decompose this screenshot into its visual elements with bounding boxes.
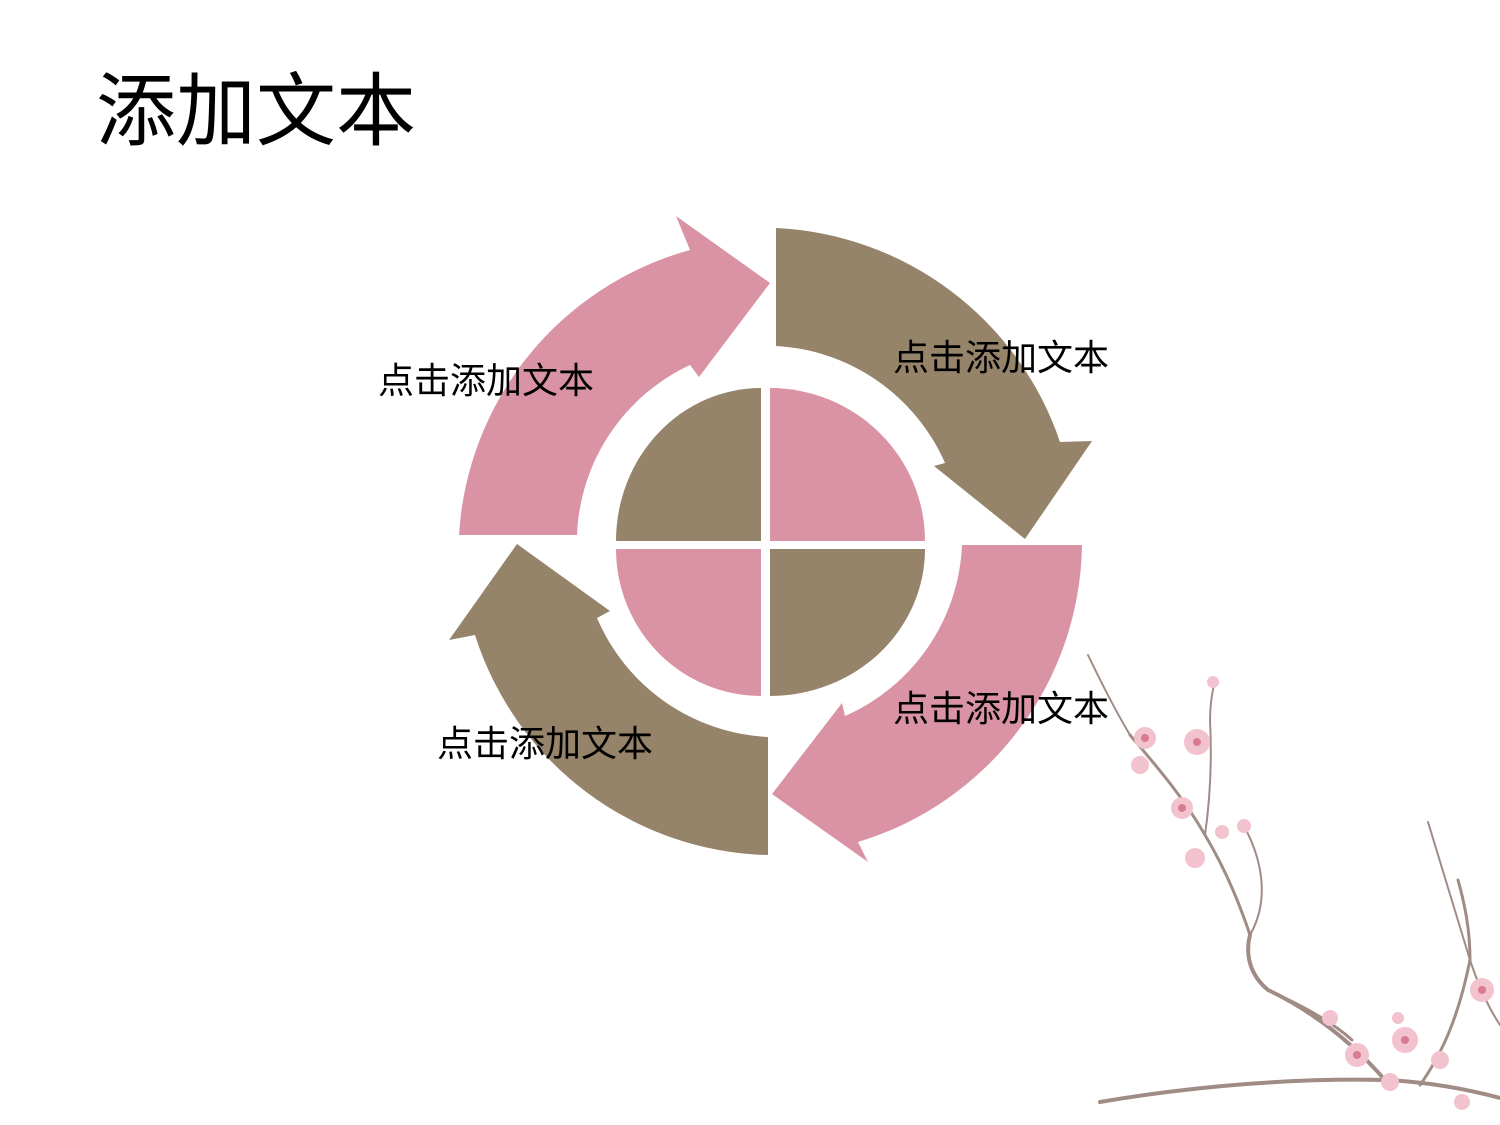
cycle-label-top-left: 点击添加文本 xyxy=(378,361,595,402)
cycle-label-bottom-left: 点击添加文本 xyxy=(437,724,654,765)
slide-title: 添加文本 xyxy=(96,65,416,158)
center-quadrant-top-right xyxy=(770,388,925,541)
cycle-label-top-right: 点击添加文本 xyxy=(893,338,1110,379)
arrow-bottom-left xyxy=(449,544,768,855)
arrow-top-right xyxy=(776,228,1092,539)
arrow-bottom-right xyxy=(772,545,1082,862)
center-quadrant-bottom-right xyxy=(770,549,925,696)
center-quadrant-bottom-left xyxy=(616,549,761,696)
arrow-top-left xyxy=(459,216,770,535)
blossoms xyxy=(1131,676,1494,1110)
cycle-label-bottom-right: 点击添加文本 xyxy=(893,689,1110,730)
center-quadrant-top-left xyxy=(616,388,761,541)
